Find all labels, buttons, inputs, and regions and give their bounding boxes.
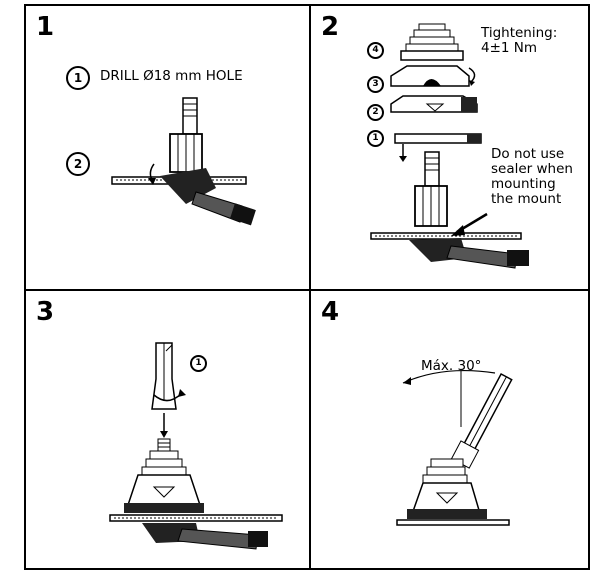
drill-illustration <box>111 97 256 226</box>
panel-4: 4 Máx. 30° <box>311 291 592 572</box>
panel-number: 4 <box>321 297 340 327</box>
tilt-illustration <box>396 369 513 526</box>
part-label: 4 <box>367 42 384 59</box>
assembly-illustration <box>370 23 529 269</box>
drill-instruction: DRILL Ø18 mm HOLE <box>100 68 243 84</box>
divider-vertical <box>309 6 311 568</box>
antenna-fitting-illustration <box>109 342 283 550</box>
step-label: 1 <box>190 355 207 372</box>
sealer-note: Do not use sealer when mounting the moun… <box>491 146 573 207</box>
panel-1: 1 1 DRILL Ø18 mm HOLE 2 <box>26 6 307 287</box>
panel-number: 2 <box>321 12 340 42</box>
divider-horizontal <box>26 289 588 291</box>
instruction-grid: 1 1 DRILL Ø18 mm HOLE 2 <box>24 4 590 570</box>
tightening-text: Tightening: 4±1 Nm <box>481 25 558 56</box>
part-label: 2 <box>367 104 384 121</box>
panel-3: 3 1 <box>26 291 307 572</box>
panel-2: 2 4 3 2 1 Tightening: 4±1 Nm Do not use … <box>311 6 592 287</box>
angle-label: Máx. 30° <box>421 358 482 374</box>
step-label: 2 <box>66 152 90 176</box>
part-label: 1 <box>367 130 384 147</box>
panel-number: 3 <box>36 297 55 327</box>
part-label: 3 <box>367 76 384 93</box>
panel-number: 1 <box>36 12 55 42</box>
step-label: 1 <box>66 66 90 90</box>
